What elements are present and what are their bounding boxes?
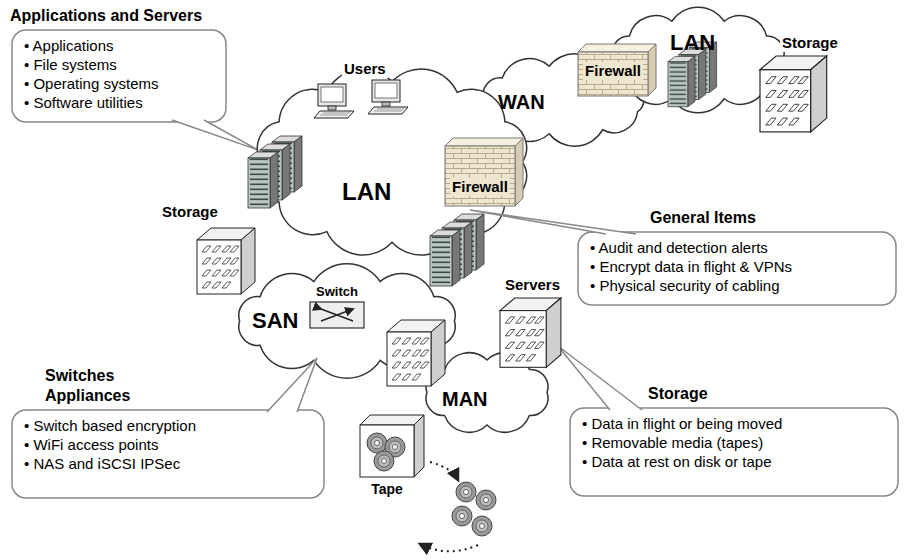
bullet-list: • Switch based encryption• WiFi access p…: [12, 410, 208, 479]
part-label: Servers: [503, 276, 562, 294]
network-cloud-outline: [598, 4, 798, 116]
network-cloud: SAN Switch: [222, 262, 472, 380]
network-name: LAN: [342, 178, 391, 207]
bullet-item: • Switch based encryption: [24, 416, 196, 435]
callout-heading: Switches Appliances: [45, 366, 145, 406]
network-name: WAN: [498, 90, 545, 114]
callout-heading: Applications and Servers: [10, 6, 202, 26]
network-name: LAN: [670, 30, 715, 56]
part-label: Storage: [160, 203, 220, 221]
bullet-list: • Applications• File systems• Operating …: [12, 30, 170, 118]
bullet-list: • Audit and detection alerts• Encrypt da…: [578, 232, 804, 301]
part-label: Users: [342, 60, 388, 78]
part-label: Storage: [780, 34, 840, 52]
callout-bubble: General Items• Audit and detection alert…: [578, 232, 896, 305]
bullet-item: • Data at rest on disk or tape: [582, 452, 782, 471]
bullet-item: • Encrypt data in flight & VPNs: [590, 257, 792, 276]
callout-bubble: Switches Appliances• Switch based encryp…: [12, 410, 324, 498]
bullet-item: • Audit and detection alerts: [590, 238, 792, 257]
firewall-box: Firewall: [578, 44, 656, 96]
network-name: SAN: [252, 308, 298, 334]
network-name: MAN: [442, 387, 488, 411]
network-cloud: LAN Firewall: [242, 62, 542, 262]
firewall-box: Firewall: [445, 138, 523, 206]
bullet-item: • Data in flight or being moved: [582, 414, 782, 433]
network-cloud: LAN: [598, 4, 798, 116]
network-cloud: MAN: [412, 345, 562, 440]
bullet-item: • Applications: [24, 36, 158, 55]
bullet-item: • Removable media (tapes): [582, 433, 782, 452]
callout-bubble: Storage• Data in flight or being moved• …: [570, 408, 898, 496]
bullet-item: • WiFi access points: [24, 435, 196, 454]
switch-box: Switch: [306, 284, 368, 328]
callout-bubble: Applications and Servers• Applications• …: [12, 30, 226, 122]
bullet-item: • Software utilities: [24, 93, 158, 112]
bullet-item: • Physical security of cabling: [590, 276, 792, 295]
firewall-label: Firewall: [450, 178, 510, 196]
bullet-list: • Data in flight or being moved• Removab…: [570, 408, 794, 477]
firewall-label: Firewall: [583, 62, 643, 80]
callout-heading: Storage: [648, 384, 708, 404]
callout-heading: General Items: [650, 208, 756, 228]
network-cloud: WAN Firewall: [468, 50, 658, 150]
tape-label: Tape: [371, 481, 403, 498]
bullet-item: • NAS and iSCSI IPSec: [24, 454, 196, 473]
tape-box: Tape: [360, 415, 426, 503]
bullet-item: • Operating systems: [24, 74, 158, 93]
bullet-item: • File systems: [24, 55, 158, 74]
switch-label: Switch: [316, 284, 358, 300]
